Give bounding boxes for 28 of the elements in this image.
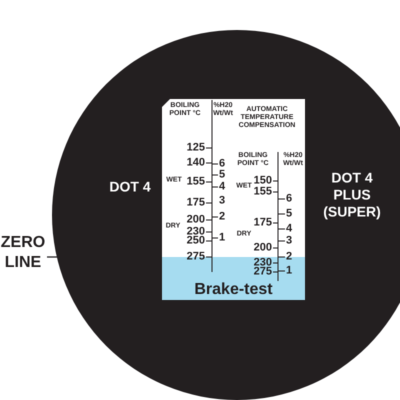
scale-value: 275 xyxy=(186,252,205,262)
scale-value: 200 xyxy=(254,242,272,254)
scale-value: 3 xyxy=(286,236,292,246)
scale-value: 1 xyxy=(286,266,292,276)
region-label: DOT 4 PLUS (SUPER) xyxy=(322,170,382,220)
scale-value: 175 xyxy=(254,218,272,228)
scale-value: 5 xyxy=(286,208,292,220)
scale-value: 4 xyxy=(286,224,292,234)
region-label: DOT 4 xyxy=(108,178,152,196)
scale-value: 2 xyxy=(286,252,292,262)
scale-value: 250 xyxy=(186,236,205,246)
scale-value: 275 xyxy=(254,266,272,278)
scale-value: 155 xyxy=(254,186,272,198)
scale-value: 200 xyxy=(186,214,205,226)
scale-value: 6 xyxy=(219,158,226,170)
scale-value: 150 xyxy=(254,176,272,186)
callout-label: ZERO LINE xyxy=(0,233,46,273)
scale-value: 125 xyxy=(186,142,205,154)
scale-value: 1 xyxy=(219,232,226,244)
scale-value: 4 xyxy=(219,182,226,192)
scale-value: 5 xyxy=(219,170,226,180)
zone-label: Brake-test xyxy=(194,280,273,300)
scale-value: 155 xyxy=(186,176,205,188)
scale-value: 2 xyxy=(219,212,226,222)
scale-value: 175 xyxy=(186,198,205,208)
scale-value: 6 xyxy=(286,194,292,204)
scale-value: 3 xyxy=(219,196,226,206)
scale-value: 140 xyxy=(186,158,205,168)
